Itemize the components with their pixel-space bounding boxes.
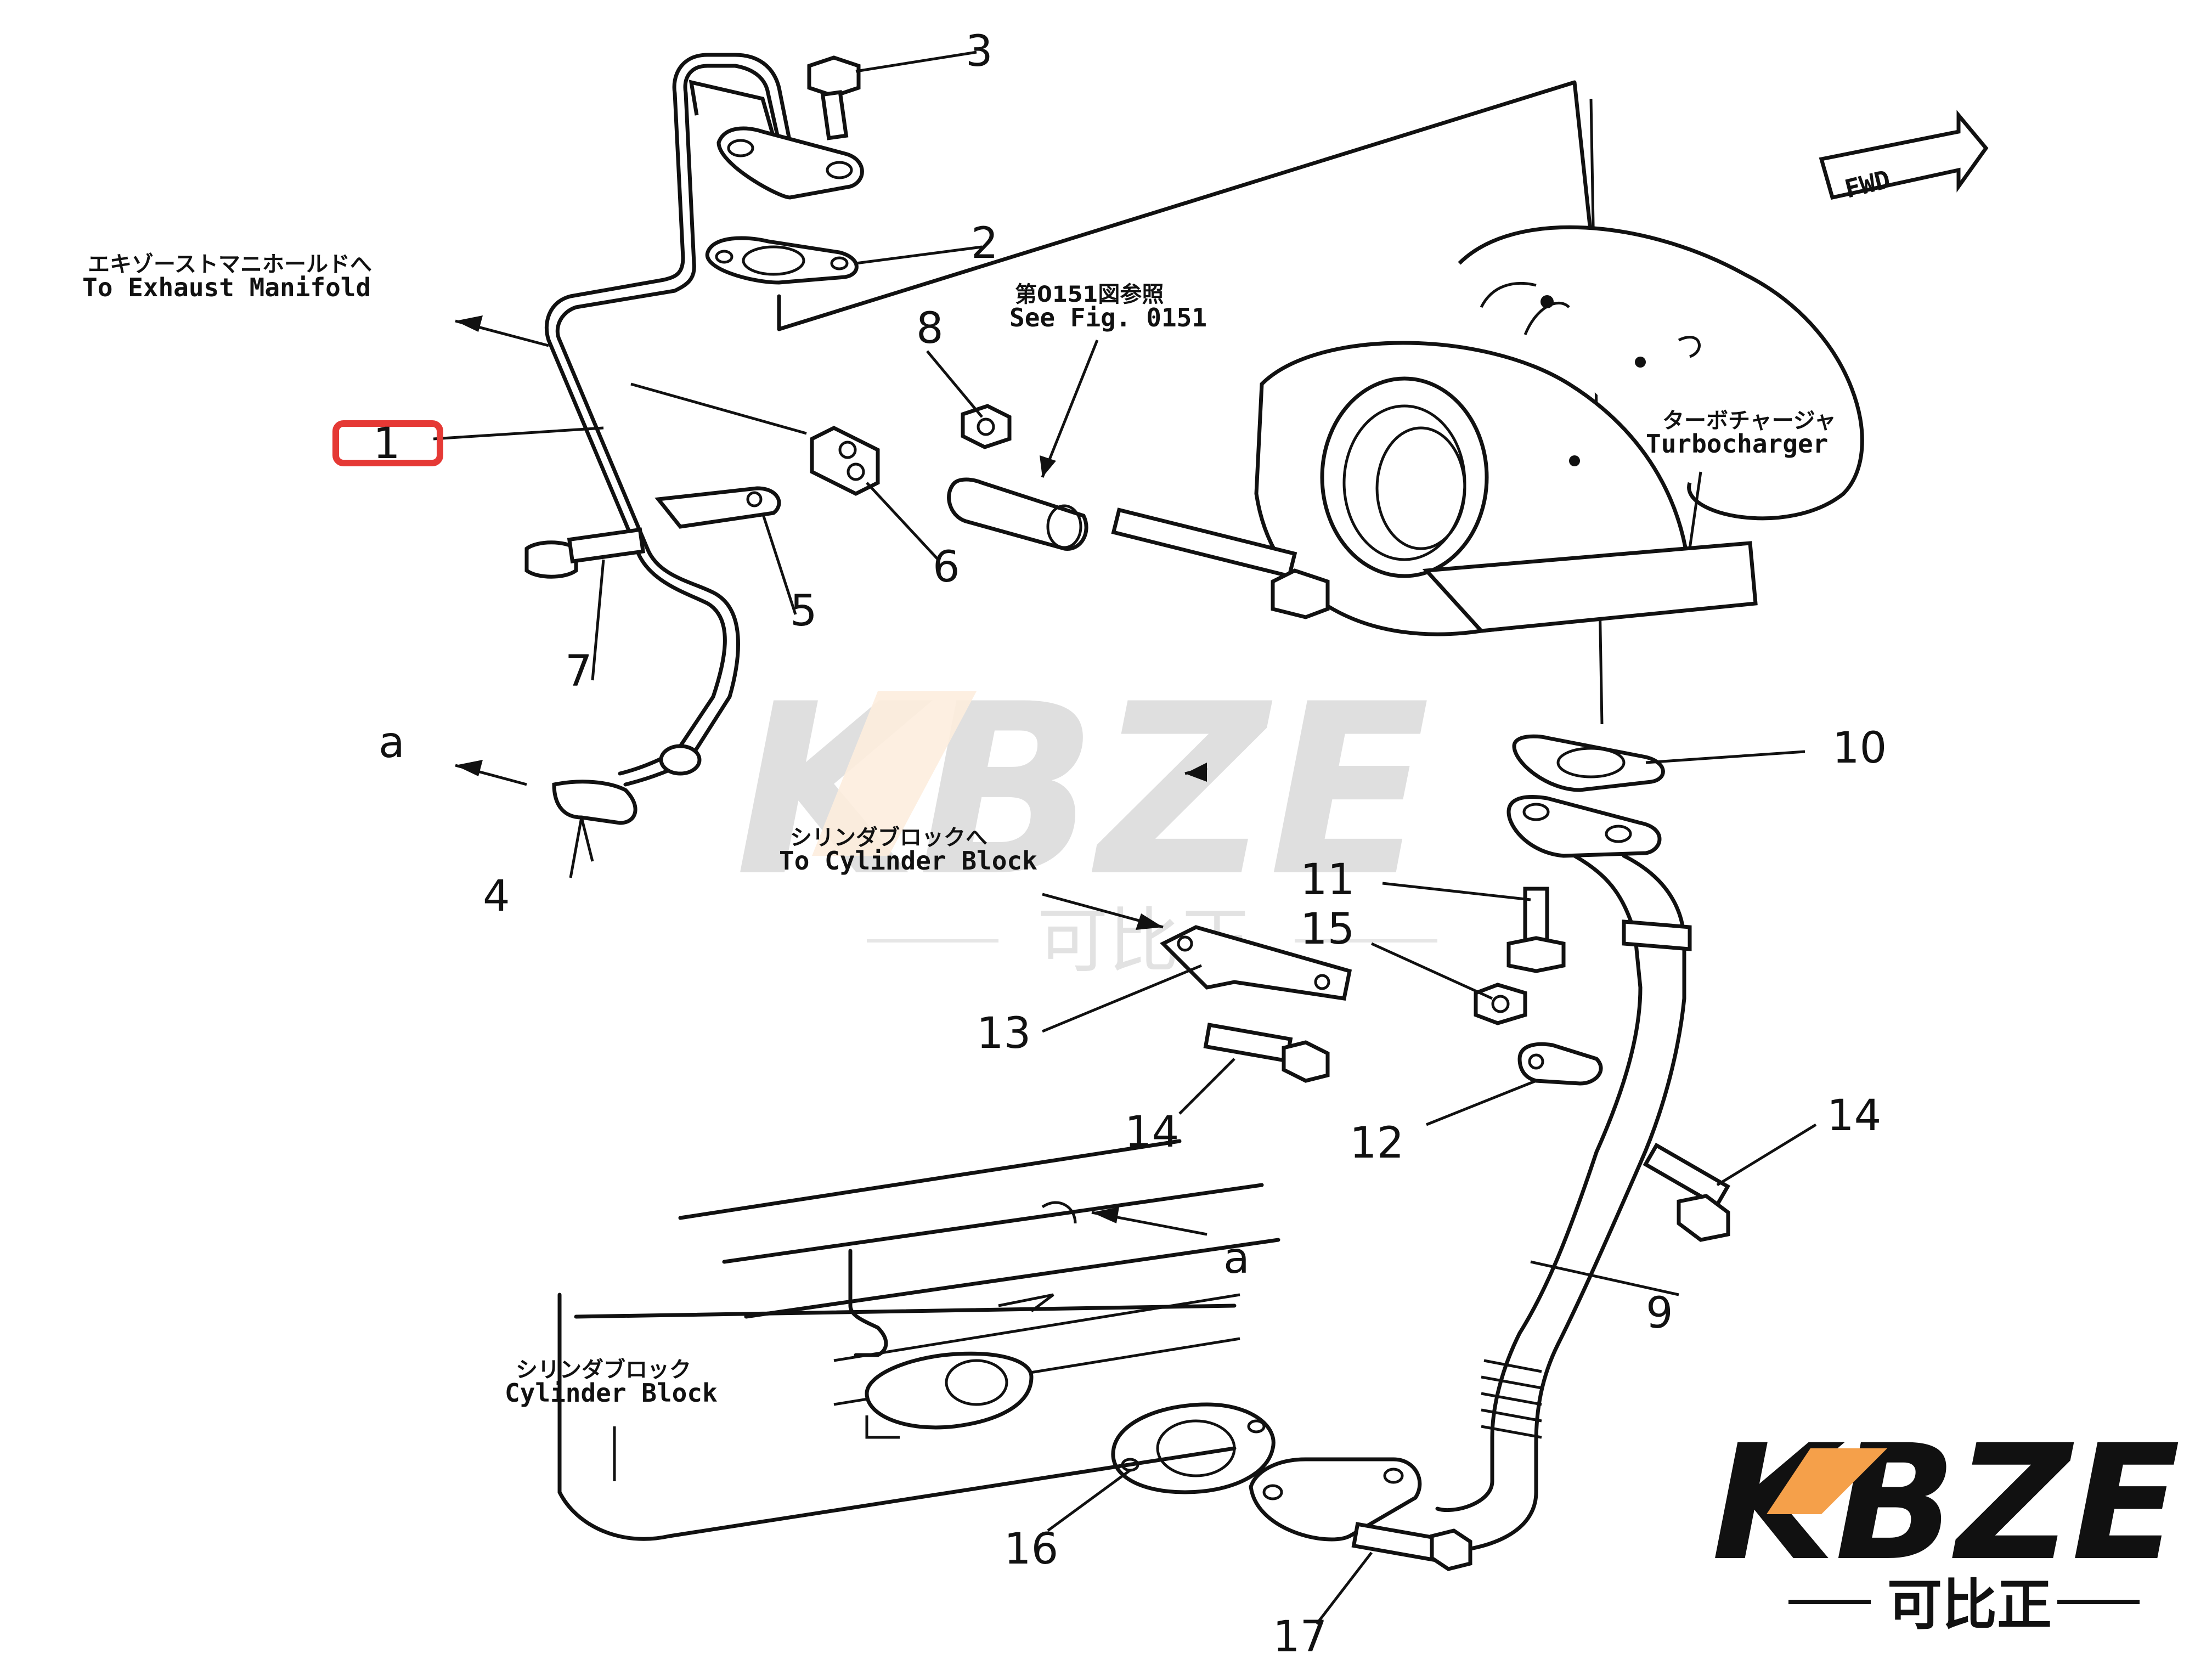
label-cyl-to-en: To Cylinder Block bbox=[779, 846, 1037, 876]
pipe-9-flange bbox=[1506, 795, 1662, 858]
label-turbo-jp: ターボチャージャ bbox=[1662, 408, 1836, 433]
turbocharger bbox=[1254, 225, 1864, 636]
bracket-6 bbox=[810, 426, 880, 496]
nut-15 bbox=[1474, 983, 1527, 1025]
callout-2: 2 bbox=[971, 219, 998, 268]
long-bolt bbox=[1111, 507, 1330, 619]
callout-1-highlight bbox=[332, 420, 443, 466]
label-fig-en: See Fig. 0151 bbox=[1009, 303, 1207, 332]
clamp-5 bbox=[654, 486, 781, 529]
callout-16: 16 bbox=[1004, 1525, 1058, 1574]
label-fig-jp: 第0151図参照 bbox=[1015, 282, 1164, 307]
callout-9: 9 bbox=[1646, 1289, 1673, 1338]
leader-lines bbox=[433, 50, 1817, 1625]
bolt-3 bbox=[807, 55, 861, 140]
nut-8 bbox=[961, 404, 1012, 449]
callout-numbers: 1 3 2 8 5 6 7 a 4 10 11 15 13 14 12 14 a… bbox=[332, 27, 1887, 1659]
bolt-7 bbox=[524, 527, 646, 579]
callout-a-bottom: a bbox=[1223, 1234, 1250, 1283]
pipe-1 bbox=[544, 53, 792, 787]
cylinder-block bbox=[557, 1139, 1280, 1541]
fwd-indicator: FWD bbox=[1819, 110, 1989, 204]
callout-17: 17 bbox=[1273, 1612, 1327, 1659]
gasket-16 bbox=[1111, 1402, 1276, 1494]
logo-sub: 可比正 bbox=[1887, 1573, 2052, 1637]
flange-17 bbox=[1249, 1457, 1422, 1542]
pipe-9 bbox=[1424, 854, 1692, 1555]
gasket-2 bbox=[705, 236, 859, 285]
spacer bbox=[947, 477, 1088, 551]
clamp-12 bbox=[1517, 1042, 1603, 1086]
label-turbo-en: Turbocharger bbox=[1646, 429, 1828, 459]
callout-12: 12 bbox=[1350, 1119, 1404, 1168]
callout-a-top: a bbox=[379, 718, 405, 768]
callout-10: 10 bbox=[1832, 724, 1887, 773]
brand-logo: KBZE 可比正 bbox=[1712, 1411, 2180, 1637]
callout-4: 4 bbox=[483, 872, 510, 921]
label-cyl-jp: シリンダブロック bbox=[516, 1357, 691, 1383]
label-cyl-to-jp: シリンダブロックへ bbox=[790, 825, 988, 850]
callout-8: 8 bbox=[916, 304, 944, 353]
callout-15: 15 bbox=[1300, 905, 1355, 954]
callout-1: 1 bbox=[373, 419, 400, 469]
logo-accent bbox=[1767, 1448, 1887, 1514]
callout-3: 3 bbox=[966, 27, 993, 76]
label-exhaust-jp: エキゾーストマニホールドへ bbox=[88, 252, 372, 277]
watermark-accent bbox=[812, 691, 977, 856]
label-cyl-en: Cylinder Block bbox=[505, 1378, 718, 1408]
bracket-13 bbox=[1160, 925, 1352, 1001]
callout-5: 5 bbox=[790, 586, 817, 636]
callout-14-left: 14 bbox=[1125, 1108, 1179, 1157]
bolt-11 bbox=[1506, 887, 1566, 973]
watermark-text: KBZE bbox=[735, 654, 1430, 928]
bolt-14-left bbox=[1203, 1023, 1330, 1083]
gasket-10 bbox=[1512, 734, 1665, 792]
bolt-14-right bbox=[1643, 1142, 1731, 1242]
callout-6: 6 bbox=[933, 543, 960, 592]
label-exhaust-en: To Exhaust Manifold bbox=[82, 273, 371, 302]
callout-14-right: 14 bbox=[1827, 1091, 1881, 1141]
callout-13: 13 bbox=[977, 1009, 1031, 1058]
text-labels: エキゾーストマニホールドへ To Exhaust Manifold 第0151図… bbox=[82, 252, 1836, 1408]
elbow-4 bbox=[552, 744, 702, 825]
bolt-17 bbox=[1351, 1522, 1472, 1571]
watermark: KBZE 可比正 bbox=[735, 654, 1437, 983]
flange-plate bbox=[716, 126, 864, 200]
direction-arrows bbox=[455, 315, 1207, 1236]
callout-7: 7 bbox=[565, 647, 592, 696]
callout-11: 11 bbox=[1300, 855, 1355, 905]
pipe-9-bellows bbox=[1481, 1359, 1542, 1439]
